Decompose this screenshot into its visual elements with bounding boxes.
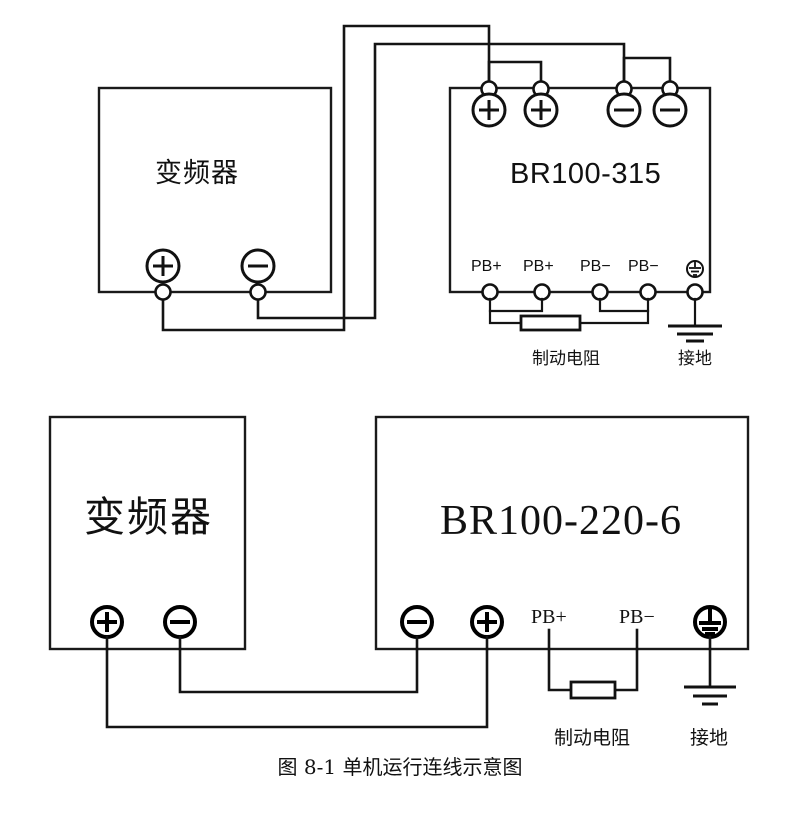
terminal-bottom-unit-ground	[693, 605, 727, 639]
wire-bottom-resistor-left-leg	[547, 647, 573, 692]
bottom-pb-plus-label: PB+	[531, 606, 567, 628]
lug-top-pb-minus-1	[591, 283, 609, 301]
top-inverter-box	[97, 86, 333, 294]
lug-top-pb-plus-2	[533, 283, 551, 301]
top-pb-plus-1-label: PB+	[471, 258, 502, 275]
ground-symbol-top	[668, 324, 722, 343]
terminal-top-unit-minus-1	[606, 92, 642, 128]
braking-resistor-top	[519, 314, 582, 332]
top-brake-unit-label: BR100-315	[510, 158, 662, 190]
wire-bottom-minus-link	[178, 647, 419, 694]
ground-symbol-bottom	[684, 685, 736, 706]
braking-resistor-bottom	[569, 680, 617, 700]
lug-top-inverter-minus	[249, 283, 267, 301]
top-resistor-annotation: 制动电阻	[532, 349, 600, 369]
wire-inverter-minus-to-unit-minus	[256, 42, 626, 320]
top-pb-plus-2-label: PB+	[523, 258, 554, 275]
top-pb-minus-2-label: PB−	[628, 258, 659, 275]
terminal-top-inverter-plus	[145, 248, 181, 284]
bottom-brake-unit-box	[374, 415, 750, 651]
wire-bridge-unit-minus	[622, 56, 672, 84]
top-brake-unit-box	[448, 86, 712, 294]
terminal-bottom-unit-plus	[470, 605, 504, 639]
wire-bridge-unit-plus	[487, 60, 543, 84]
terminal-top-unit-plus-2	[523, 92, 559, 128]
wire-top-resistor-left-leg	[488, 309, 523, 325]
top-ground-annotation: 接地	[678, 349, 712, 369]
wire-bottom-resistor-right-leg	[613, 647, 639, 692]
bottom-ground-annotation: 接地	[690, 727, 729, 749]
bottom-resistor-annotation: 制动电阻	[554, 727, 631, 749]
lug-top-inverter-plus	[154, 283, 172, 301]
wire-top-resistor-right-leg	[578, 309, 650, 325]
terminal-top-inverter-minus	[240, 248, 276, 284]
lug-top-pb-minus-2	[639, 283, 657, 301]
terminal-bottom-unit-minus	[400, 605, 434, 639]
bottom-inverter-label: 变频器	[84, 493, 213, 541]
lug-top-pb-plus-1	[481, 283, 499, 301]
wire-bridge-top-pb-plus	[488, 297, 544, 313]
terminal-top-unit-plus-1	[471, 92, 507, 128]
top-inverter-label: 变频器	[155, 158, 239, 189]
terminal-top-unit-minus-2	[652, 92, 688, 128]
bottom-inverter-box	[48, 415, 247, 651]
ground-emblem-icon-top	[686, 260, 704, 278]
terminal-bottom-inverter-minus	[163, 605, 197, 639]
wire-bottom-plus-link	[105, 647, 489, 729]
figure-caption: 图 8-1 单机运行连线示意图	[277, 755, 523, 779]
bottom-pb-minus-label: PB−	[619, 606, 655, 628]
top-pb-minus-1-label: PB−	[580, 258, 611, 275]
wire-inverter-plus-to-unit-plus	[161, 24, 491, 332]
wire-bridge-top-pb-minus	[598, 297, 650, 313]
bottom-brake-unit-label: BR100-220-6	[440, 498, 682, 544]
lug-top-ground	[686, 283, 704, 301]
terminal-bottom-inverter-plus	[90, 605, 124, 639]
